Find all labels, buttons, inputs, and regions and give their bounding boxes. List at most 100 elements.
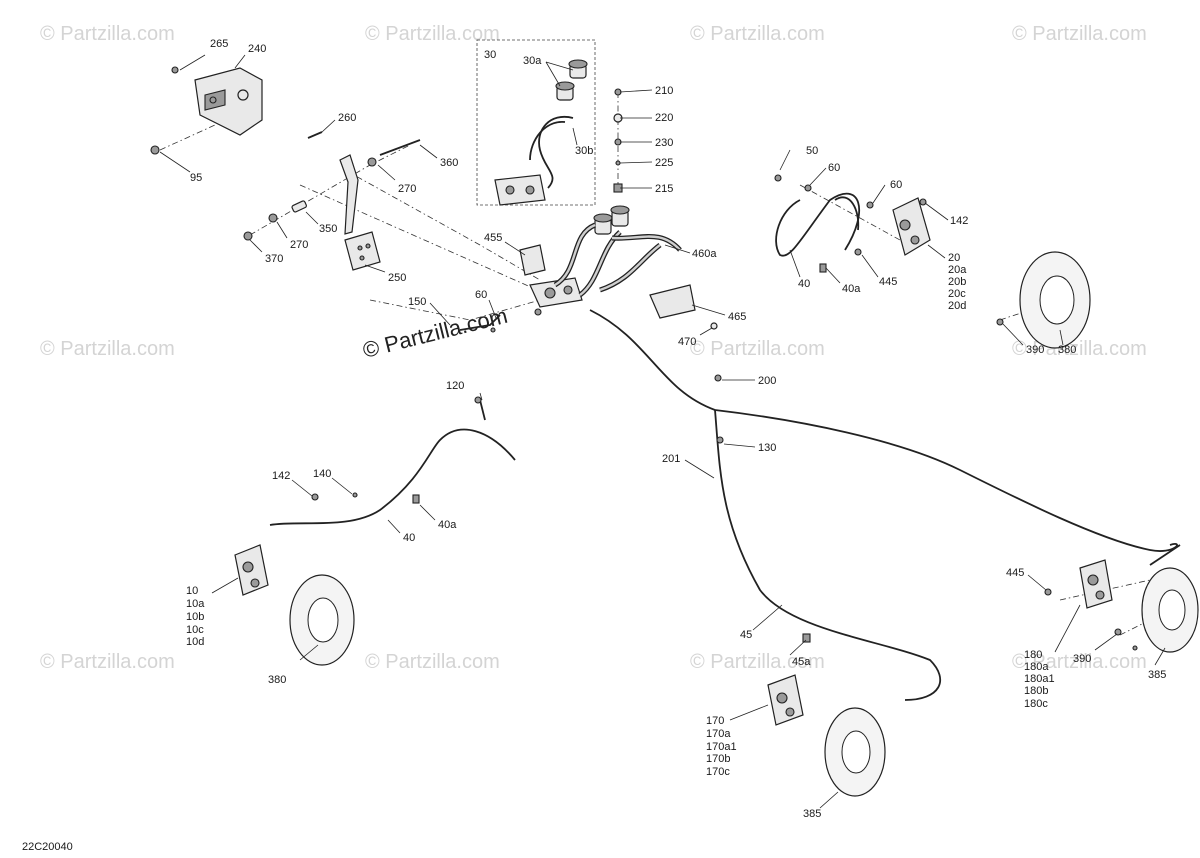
callout-270: 270 [398,183,416,195]
callout-201: 201 [662,453,680,465]
brake-caliper-icon [234,544,269,596]
callout-170a: 170a [706,728,731,740]
callout-142: 142 [272,470,290,482]
callout-220: 220 [655,112,673,124]
callout-385: 385 [803,808,821,820]
callout-20b: 20b [948,276,966,288]
brake-caliper-icon [892,197,931,256]
brake-disc-icon [1019,251,1091,349]
callout-465: 465 [728,311,746,323]
callout-45: 45 [740,629,752,641]
brake-pedal-icon [339,154,381,271]
nut-icon [150,145,160,155]
watermark: © Partzilla.com [1012,651,1147,673]
callout-142: 142 [950,215,968,227]
callout-170c: 170c [706,766,730,778]
brake-caliper-icon [1079,559,1113,609]
watermark: © Partzilla.com [365,23,500,45]
bushing-icon [268,213,278,223]
fastener-icons [311,174,1138,651]
callout-60: 60 [890,179,902,191]
bolt-icon [171,66,179,74]
callout-180c: 180c [1024,698,1048,710]
callout-445: 445 [879,276,897,288]
brake-disc-icon [289,574,355,666]
center-watermark: © Partzilla.com [360,303,510,363]
callout-390: 390 [1026,344,1044,356]
callout-460a: 460a [692,248,717,260]
callout-170a1: 170a1 [706,741,737,753]
brake-line-icon [775,192,861,257]
pedal-bracket-icon [194,67,263,136]
callout-40a: 40a [842,283,861,295]
callout-40a: 40a [438,519,457,531]
callout-380: 380 [268,674,286,686]
callout-230: 230 [655,137,673,149]
callout-10a: 10a [186,598,205,610]
callout-180: 180 [1024,649,1042,661]
brake-disc-icon [1141,567,1199,653]
watermark: © Partzilla.com [690,651,825,673]
watermark: © Partzilla.com [1012,23,1147,45]
callout-350: 350 [319,223,337,235]
callout-390: 390 [1073,653,1091,665]
callout-60: 60 [828,162,840,174]
callout-20a: 20a [948,264,967,276]
alignment-lines [159,92,1161,636]
callout-180b: 180b [1024,685,1048,697]
pivot-bolt-icon [379,139,421,156]
watermark: © Partzilla.com [365,651,500,673]
callout-260: 260 [338,112,356,124]
diagram-code: 22C20040 [22,841,73,853]
watermark: © Partzilla.com [40,23,175,45]
callout-180a: 180a [1024,661,1049,673]
callout-labels: 265 240 95 260 360 270 270 350 370 250 3… [186,38,1166,820]
callout-10b: 10b [186,611,204,623]
callout-20: 20 [948,252,960,264]
callout-10d: 10d [186,636,204,648]
callout-385: 385 [1148,669,1166,681]
callout-120: 120 [446,380,464,392]
callout-10: 10 [186,585,198,597]
callout-10c: 10c [186,624,204,636]
reservoir-icon [555,59,588,101]
callout-30a: 30a [523,55,542,67]
callout-140: 140 [313,468,331,480]
spring-icon [307,131,323,139]
callout-240: 240 [248,43,266,55]
master-cylinder-inset-box [476,39,596,206]
callout-95: 95 [190,172,202,184]
callout-270: 270 [290,239,308,251]
callout-170: 170 [706,715,724,727]
leader-lines [159,54,1166,809]
callout-470: 470 [678,336,696,348]
callout-30: 30 [484,49,496,61]
bushing-icon [367,157,377,167]
callout-180a1: 180a1 [1024,673,1055,685]
callout-30b: 30b [575,145,593,157]
watermark: © Partzilla.com [40,651,175,673]
callout-265: 265 [210,38,228,50]
master-cylinder-icon [519,205,718,330]
callout-150: 150 [408,296,426,308]
brake-disc-icon [824,707,886,797]
callout-455: 455 [484,232,502,244]
callout-225: 225 [655,157,673,169]
brake-caliper-icon [767,674,804,726]
callout-50: 50 [806,145,818,157]
callout-20d: 20d [948,300,966,312]
callout-210: 210 [655,85,673,97]
callout-250: 250 [388,272,406,284]
brake-line-icon [269,309,1181,701]
nut-icon [243,231,253,241]
callout-200: 200 [758,375,776,387]
watermark: © Partzilla.com [40,338,175,360]
callout-380: 380 [1058,344,1076,356]
callout-40: 40 [403,532,415,544]
callout-45a: 45a [792,656,811,668]
callout-360: 360 [440,157,458,169]
callout-20c: 20c [948,288,966,300]
callout-60: 60 [475,289,487,301]
callout-370: 370 [265,253,283,265]
